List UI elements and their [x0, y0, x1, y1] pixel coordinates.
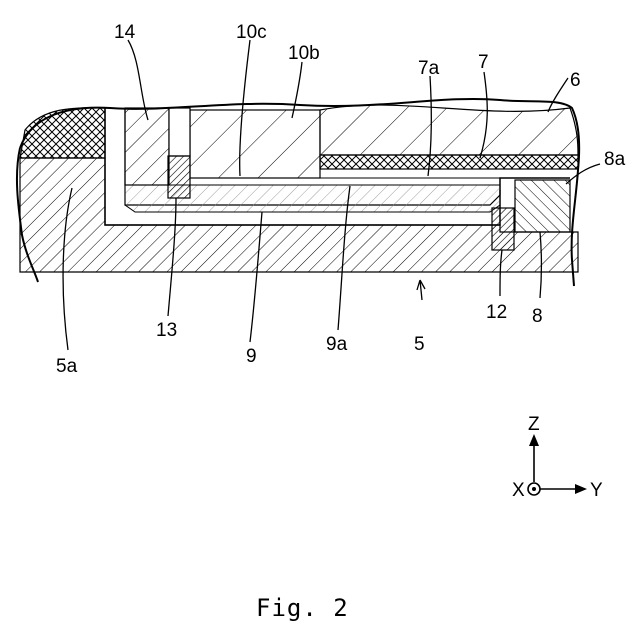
part-13-seal	[168, 156, 190, 198]
part-12-seal	[492, 208, 514, 250]
label-12: 12	[486, 302, 507, 323]
label-8: 8	[532, 306, 543, 327]
part-5a-block	[20, 108, 105, 158]
part-7-strip	[320, 155, 578, 169]
part-14-gap	[169, 108, 190, 156]
label-10b: 10b	[288, 43, 320, 64]
label-5a: 5a	[56, 356, 78, 377]
coordinate-axes: Z X Y	[512, 414, 603, 501]
leader-6	[548, 78, 568, 112]
label-8a: 8a	[604, 149, 626, 170]
label-5: 5	[414, 334, 425, 355]
label-14: 14	[114, 22, 136, 43]
label-6: 6	[570, 70, 581, 91]
y-arrow-head	[575, 484, 587, 494]
x-axis-label: X	[512, 480, 525, 501]
label-7a: 7a	[418, 58, 440, 79]
part-6-cover	[320, 105, 578, 155]
z-axis-label: Z	[528, 414, 540, 435]
label-13: 13	[156, 320, 177, 341]
part-10b-block	[190, 110, 320, 178]
label-9: 9	[246, 346, 257, 367]
figure-caption: Fig. 2	[256, 594, 349, 622]
x-axis-dot	[532, 487, 536, 491]
part-14-block	[125, 108, 169, 185]
label-10c: 10c	[236, 22, 267, 43]
z-arrow-head	[529, 434, 539, 446]
leader-5	[417, 280, 425, 300]
label-9a: 9a	[326, 334, 348, 355]
label-7: 7	[478, 52, 489, 73]
part-8-block	[515, 180, 570, 232]
y-axis-label: Y	[590, 480, 603, 501]
